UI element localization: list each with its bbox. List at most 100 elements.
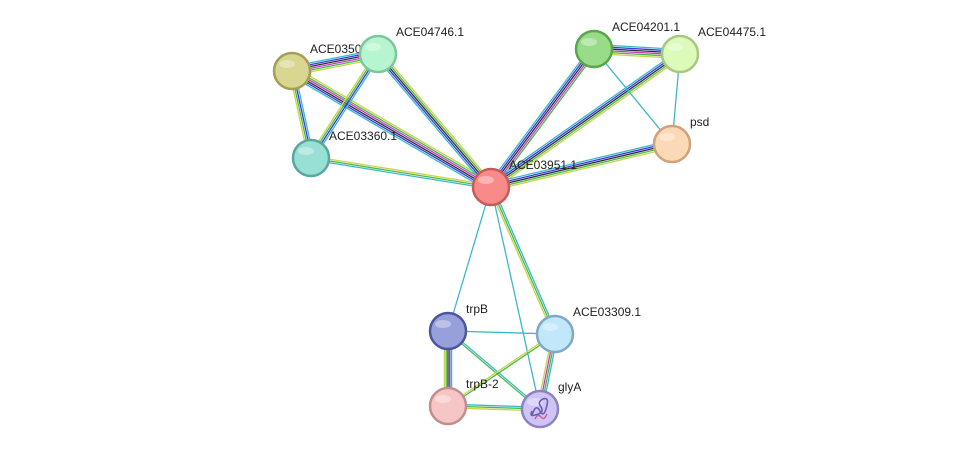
edge-ACE03951.1-ACE03502[interactable] [289,66,494,192]
node-label: trpB [466,302,488,316]
edge-ACE04201.1-psd[interactable] [593,48,673,145]
edge-trpB-glyA[interactable] [446,329,542,411]
edge-evidence-line [490,143,673,188]
node-highlight [298,147,314,155]
node-ACE03360.1[interactable]: ACE03360.1 [291,129,397,178]
edge-ACE03951.1-trpB[interactable] [447,186,492,332]
edge-ACE03951.1-ACE04201.1[interactable] [487,46,598,190]
edge-evidence-line [491,54,682,190]
node-label: glyA [558,380,581,394]
node-highlight [365,43,381,51]
node-highlight [581,38,597,46]
node-highlight [279,60,295,68]
node-circle[interactable] [471,167,511,207]
node-circle[interactable] [535,314,575,354]
edge-evidence-line [490,53,681,188]
node-label: ACE0350 [310,42,362,56]
node-ACE03309.1[interactable]: ACE03309.1 [535,305,641,354]
edge-evidence-line [490,141,672,186]
edge-evidence-line [491,146,673,192]
edge-evidence-line [490,139,672,185]
edge-evidence-line [493,50,598,190]
edge-evidence-line [488,50,679,185]
protein-structure-icon [530,397,549,417]
edge-evidence-line [488,187,554,335]
node-ACE04475.1[interactable]: ACE04475.1 [660,25,766,74]
edge-evidence-line [489,47,594,187]
node-circle[interactable] [428,311,468,351]
node-label: ACE03951.1 [509,158,577,172]
edge-ACE03951.1-ACE04475.1[interactable] [488,50,683,191]
node-psd[interactable]: psd [652,115,709,164]
edge-evidence-line [447,332,555,406]
edge-ACE03951.1-glyA[interactable] [490,186,541,410]
node-label: psd [690,115,709,129]
edge-evidence-line [491,145,673,190]
edge-evidence-line [490,48,595,188]
edge-evidence-line [291,71,491,189]
node-ACE03951.1[interactable]: ACE03951.1 [471,158,577,207]
protein-structure-icon-helix [534,413,548,420]
node-label: ACE04201.1 [612,20,680,34]
node-highlight [435,320,451,328]
edge-evidence-line [293,68,493,186]
node-ACE03502[interactable]: ACE0350 [272,42,362,91]
node-circle[interactable] [272,51,312,91]
edge-evidence-line [447,186,492,332]
edge-evidence-line [310,159,491,190]
edge-evidence-line [490,186,541,410]
edge-evidence-line [492,186,558,334]
node-circle[interactable] [291,138,331,178]
node-glyA[interactable]: glyA [520,380,581,429]
node-circle[interactable] [428,386,468,426]
node-highlight [435,395,451,403]
edge-evidence-line [309,53,378,158]
edge-evidence-line [593,48,673,145]
edge-evidence-line [289,74,490,192]
node-label: ACE04475.1 [698,25,766,39]
node-circle[interactable] [574,29,614,69]
edge-evidence-line [491,49,596,189]
edge-evidence-line [380,51,495,186]
edge-evidence-line [490,186,556,335]
edge-evidence-line [487,46,592,186]
edge-evidence-line [293,66,494,184]
edge-evidence-line [312,55,381,160]
edge-evidence-line [311,155,492,186]
node-label: ACE04746.1 [396,25,464,39]
node-label: trpB-2 [466,377,499,391]
edge-evidence-line [376,54,491,189]
edge-evidence-line [448,329,542,409]
edge-ACE03951.1-ACE04746.1[interactable] [374,51,495,190]
node-highlight [659,133,675,141]
edge-ACE03951.1-ACE03309.1[interactable] [488,186,558,335]
node-ACE04746.1[interactable]: ACE04746.1 [358,25,464,74]
node-circle[interactable] [660,34,700,74]
edges-layer [288,43,683,412]
node-trpB[interactable]: trpB [428,302,488,351]
node-trpB-2[interactable]: trpB-2 [428,377,499,426]
edge-ACE03951.1-psd[interactable] [490,139,673,192]
edge-ACE03951.1-ACE03360.1[interactable] [310,155,492,190]
edge-evidence-line [377,53,492,188]
node-label: ACE03360.1 [329,129,397,143]
node-highlight [667,43,683,51]
edge-evidence-line [290,72,490,190]
edge-evidence-line [310,157,492,188]
edge-ACE03309.1-trpB-2[interactable] [447,332,556,408]
node-highlight [478,176,494,184]
edge-evidence-line [311,54,380,159]
node-circle[interactable] [652,124,692,164]
node-label: ACE03309.1 [573,305,641,319]
edge-ACE04746.1-ACE03360.1[interactable] [308,52,381,160]
node-highlight [542,323,558,331]
edge-evidence-line [492,56,683,191]
node-circle[interactable] [520,389,560,429]
edge-evidence-line [489,51,680,187]
node-highlight [527,398,543,406]
nodes-layer: ACE03951.1ACE0350ACE04746.1ACE03360.1ACE… [272,20,766,429]
node-circle[interactable] [358,34,398,74]
edge-evidence-line [374,55,489,190]
node-ACE04201.1[interactable]: ACE04201.1 [574,20,680,69]
